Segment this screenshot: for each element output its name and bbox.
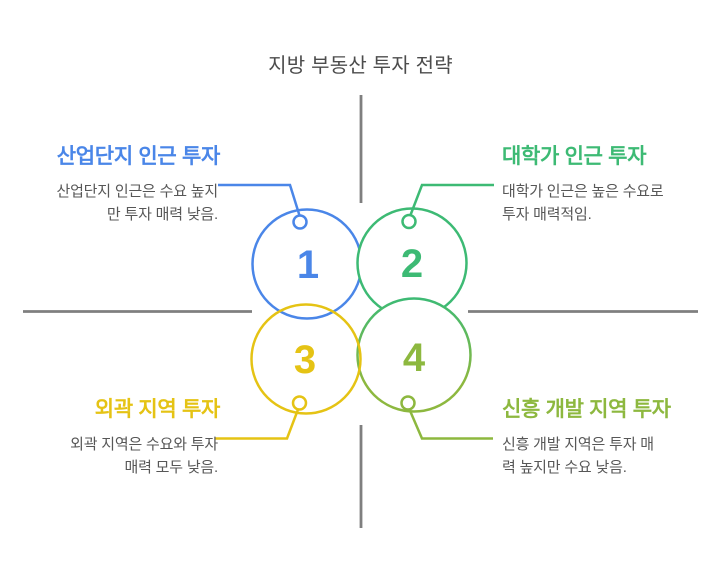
anchor-ring-2 — [401, 213, 417, 230]
quadrant-3-desc-line-2: 매력 모두 낮음. — [124, 459, 218, 476]
circle-2-number: 2 — [401, 242, 423, 286]
circle-3 — [250, 303, 362, 415]
connector-line-2 — [409, 183, 494, 216]
quadrant-2-desc-line-1: 대학가 인근은 높은 수요로 — [502, 183, 664, 200]
quadrant-2-title: 대학가 인근 투자 — [502, 145, 647, 168]
quadrant-4-desc-line-2: 력 높지만 수요 낮음. — [502, 459, 627, 476]
quadrant-4-desc-line-1: 신흥 개발 지역은 투자 매 — [502, 436, 654, 453]
quadrant-1-title: 산업단지 인근 투자 — [56, 145, 221, 168]
quadrant-4-description: 신흥 개발 지역은 투자 매 력 높지만 수요 낮음. — [502, 433, 692, 479]
quadrant-1-label: 산업단지 인근 투자 산업단지 인근은 수요 높지 만 투자 매력 낮음. — [28, 144, 221, 226]
quadrant-4-title: 신흥 개발 지역 투자 — [502, 398, 671, 421]
quadrant-2-description: 대학가 인근은 높은 수요로 투자 매력적임. — [502, 180, 692, 226]
circle-1-number: 1 — [297, 243, 319, 287]
connector-line-3 — [215, 409, 300, 440]
connector-line-1 — [218, 183, 301, 216]
circle-3-number: 3 — [294, 338, 316, 382]
anchor-ring-4 — [400, 395, 416, 411]
quadrant-1-desc-line-1: 산업단지 인근은 수요 높지 — [56, 183, 218, 200]
circle-4-number: 4 — [403, 336, 426, 380]
quadrant-3-description: 외곽 지역은 수요와 투자 매력 모두 낮음. — [28, 433, 218, 479]
connector-line-4 — [408, 409, 493, 440]
quadrant-1-description: 산업단지 인근은 수요 높지 만 투자 매력 낮음. — [28, 180, 218, 226]
quadrant-4-label: 신흥 개발 지역 투자 신흥 개발 지역은 투자 매 력 높지만 수요 낮음. — [502, 397, 692, 479]
quadrant-2-label: 대학가 인근 투자 대학가 인근은 높은 수요로 투자 매력적임. — [502, 144, 692, 226]
page-title: 지방 부동산 투자 전략 — [268, 55, 453, 77]
quadrant-2-desc-line-2: 투자 매력적임. — [502, 206, 592, 223]
anchor-ring-1 — [292, 214, 308, 230]
anchor-ring-3 — [291, 395, 308, 411]
quadrant-3-label: 외곽 지역 투자 외곽 지역은 수요와 투자 매력 모두 낮음. — [28, 397, 221, 479]
circle-4 — [356, 297, 472, 413]
quadrant-3-desc-line-1: 외곽 지역은 수요와 투자 — [70, 436, 218, 453]
quadrant-3-title: 외곽 지역 투자 — [94, 398, 221, 421]
quadrant-1-desc-line-2: 만 투자 매력 낮음. — [106, 206, 218, 223]
